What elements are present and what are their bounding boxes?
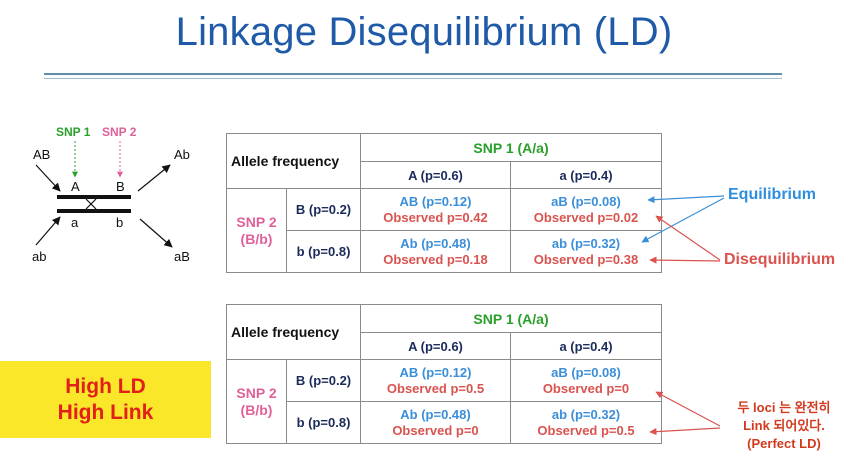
table1-col-a: a (p=0.4) xyxy=(510,161,662,189)
table2-aB-expected: aB (p=0.08) xyxy=(551,364,621,380)
chromosome-lower xyxy=(57,209,131,213)
table2-snp2-line2: (B/b) xyxy=(240,401,273,418)
disequilibrium-arrow-2 xyxy=(649,256,721,264)
table1-AB-observed: Observed p=0.42 xyxy=(383,209,488,225)
allele-table-2: Allele frequency SNP 1 (A/a) A (p=0.6) a… xyxy=(226,304,662,444)
table2-snp1-header: SNP 1 (A/a) xyxy=(360,304,662,333)
snp1-label: SNP 1 xyxy=(56,125,91,139)
table1-Ab-observed: Observed p=0.18 xyxy=(383,251,488,267)
allele-B: B xyxy=(116,179,125,194)
table1-Ab-expected: Ab (p=0.48) xyxy=(400,235,471,251)
perfect-ld-line3: (Perfect LD) xyxy=(747,436,821,451)
table1-row-B: B (p=0.2) xyxy=(286,188,361,231)
table1-row-b: b (p=0.8) xyxy=(286,230,361,273)
table1-aB-observed: Observed p=0.02 xyxy=(533,209,639,225)
table1-aB-expected: aB (p=0.08) xyxy=(551,193,621,209)
table1-ab-expected: ab (p=0.32) xyxy=(551,235,621,251)
table2-col-a: a (p=0.4) xyxy=(510,332,662,360)
table2-row-b: b (p=0.8) xyxy=(286,401,361,444)
table2-AB-expected: AB (p=0.12) xyxy=(399,364,472,380)
table2-cell-AB: AB (p=0.12) Observed p=0.5 xyxy=(360,359,511,402)
table2-cell-aB: aB (p=0.08) Observed p=0 xyxy=(510,359,662,402)
label-right-bottom: aB xyxy=(174,249,190,264)
perfect-ld-line2: Link 되어있다. xyxy=(743,418,825,433)
arrow-out-bottom xyxy=(139,218,173,248)
table2-snp2-line1: SNP 2 xyxy=(236,384,277,401)
crossover-2 xyxy=(85,198,97,210)
table1-col-A: A (p=0.6) xyxy=(360,161,511,189)
perfect-ld-note: 두 loci 는 완전히 Link 되어있다. (Perfect LD) xyxy=(722,399,846,453)
table1-cell-Ab: Ab (p=0.48) Observed p=0.18 xyxy=(360,230,511,273)
table2-Ab-observed: Observed p=0 xyxy=(392,422,479,438)
arrow-in-top xyxy=(35,164,61,192)
table1-snp2-line2: (B/b) xyxy=(240,230,273,247)
label-left-bottom: ab xyxy=(32,249,46,264)
table2-aB-observed: Observed p=0 xyxy=(542,380,630,396)
perfect-ld-arrow-2 xyxy=(649,427,721,436)
allele-table-1: Allele frequency SNP 1 (A/a) A (p=0.6) a… xyxy=(226,133,662,273)
callout-line2: High Link xyxy=(57,400,154,424)
equilibrium-arrow-2 xyxy=(641,197,725,243)
recombination-diagram: SNP 1 SNP 2 AB Ab ab aB A B a b xyxy=(32,125,190,264)
equilibrium-arrow-1 xyxy=(647,195,725,204)
allele-a: a xyxy=(71,215,79,230)
table1-cell-AB: AB (p=0.12) Observed p=0.42 xyxy=(360,188,511,231)
table2-cell-ab: ab (p=0.32) Observed p=0.5 xyxy=(510,401,662,444)
arrow-in-bottom xyxy=(35,216,61,246)
table1-ab-observed: Observed p=0.38 xyxy=(533,251,639,267)
table2-cell-Ab: Ab (p=0.48) Observed p=0 xyxy=(360,401,511,444)
table1-snp2-line1: SNP 2 xyxy=(236,213,277,230)
table1-AB-expected: AB (p=0.12) xyxy=(399,193,472,209)
title-divider xyxy=(44,73,782,75)
table2-corner: Allele frequency xyxy=(226,304,361,360)
high-ld-callout: High LD High Link xyxy=(0,361,211,438)
arrow-out-top xyxy=(137,164,171,192)
chromosome-upper xyxy=(57,195,131,199)
perfect-ld-arrow-1 xyxy=(655,391,721,427)
allele-A: A xyxy=(71,179,80,194)
page-title: Linkage Disequilibrium (LD) xyxy=(175,10,673,54)
table2-ab-observed: Observed p=0.5 xyxy=(537,422,635,438)
disequilibrium-label: Disequilibrium xyxy=(724,251,836,268)
disequilibrium-arrow-1 xyxy=(655,215,721,261)
allele-b: b xyxy=(116,215,123,230)
label-left-top: AB xyxy=(33,147,50,162)
perfect-ld-line1: 두 loci 는 완전히 xyxy=(737,400,831,415)
table2-Ab-expected: Ab (p=0.48) xyxy=(400,406,471,422)
table1-cell-aB: aB (p=0.08) Observed p=0.02 xyxy=(510,188,662,231)
title-divider-thin xyxy=(44,78,782,79)
table2-AB-observed: Observed p=0.5 xyxy=(386,380,485,396)
table1-cell-ab: ab (p=0.32) Observed p=0.38 xyxy=(510,230,662,273)
label-right-top: Ab xyxy=(174,147,190,162)
table2-ab-expected: ab (p=0.32) xyxy=(551,406,621,422)
table1-snp2-header: SNP 2 (B/b) xyxy=(226,188,287,273)
snp2-label: SNP 2 xyxy=(102,125,137,139)
equilibrium-label: Equilibrium xyxy=(728,186,816,203)
table2-row-B: B (p=0.2) xyxy=(286,359,361,402)
callout-line1: High LD xyxy=(65,374,146,398)
